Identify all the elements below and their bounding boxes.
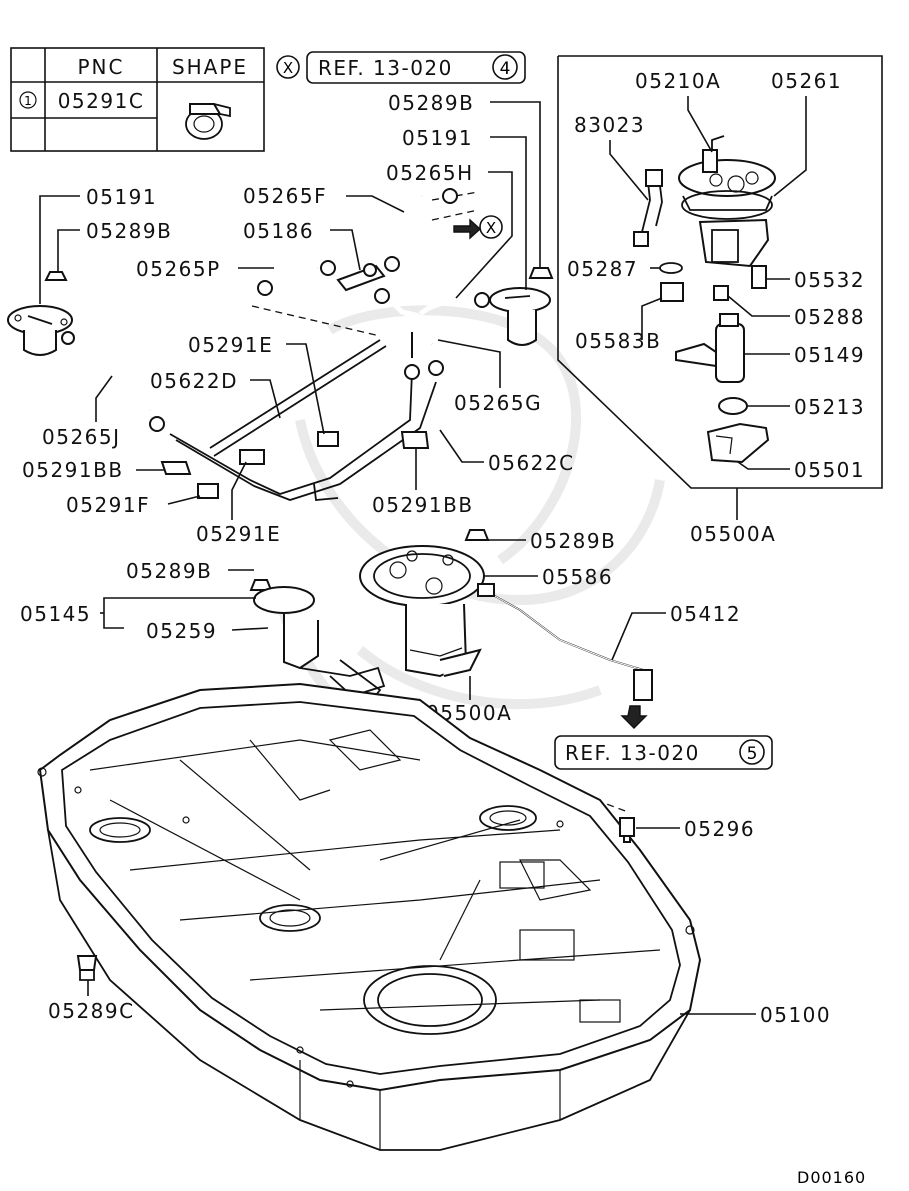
ref-callout-top: X REF. 13-020 4 <box>276 51 526 84</box>
tank-labels: 05296 05289C 05100 D00160 <box>48 817 866 1187</box>
label-05191-left: 05191 <box>86 185 157 209</box>
legend-row-marker: 1 <box>24 94 32 108</box>
label-05288: 05288 <box>794 305 865 329</box>
label-05191-top: 05191 <box>402 126 473 150</box>
upper-labels: 05289B 05191 05265H 05265F 05186 05265P … <box>22 91 575 546</box>
middle-components <box>249 529 653 729</box>
box-labels: 05210A 05261 83023 05287 05532 05288 055… <box>567 69 865 546</box>
arrow-x-marker: X <box>486 219 496 237</box>
label-05583B: 05583B <box>575 329 661 353</box>
label-05501: 05501 <box>794 458 865 482</box>
label-05296: 05296 <box>684 817 755 841</box>
label-05289C: 05289C <box>48 999 135 1023</box>
legend-header-shape: SHAPE <box>172 55 248 79</box>
label-05289B-top: 05289B <box>388 91 474 115</box>
label-05186: 05186 <box>243 219 314 243</box>
label-05622C: 05622C <box>488 451 575 475</box>
legend-header-pnc: PNC <box>78 55 125 79</box>
label-05291F: 05291F <box>66 493 150 517</box>
label-05210A: 05210A <box>635 69 721 93</box>
label-05412: 05412 <box>670 602 741 626</box>
ref-top-circle: 4 <box>500 59 511 79</box>
label-05289B-lower: 05289B <box>126 559 212 583</box>
label-05291BB-right: 05291BB <box>372 493 474 517</box>
middle-labels: 05289B 05289B 05586 05145 05259 05412 05… <box>20 529 741 725</box>
label-05622D: 05622D <box>150 369 238 393</box>
hoses-and-pipes: X <box>7 188 629 813</box>
label-05291E-bottom: 05291E <box>196 522 281 546</box>
clamp-shape-icon <box>185 103 231 140</box>
ref-bottom-circle: 5 <box>747 744 758 764</box>
ref-callout-bottom: REF. 13-020 5 <box>554 735 773 770</box>
label-05259: 05259 <box>146 619 217 643</box>
label-05145: 05145 <box>20 602 91 626</box>
label-05265J: 05265J <box>42 425 121 449</box>
label-05586: 05586 <box>542 565 613 589</box>
label-05500A-box: 05500A <box>690 522 776 546</box>
legend-table: PNC SHAPE 1 05291C <box>10 47 265 152</box>
label-83023: 83023 <box>574 113 645 137</box>
label-05265H: 05265H <box>386 161 474 185</box>
label-05265G: 05265G <box>454 391 542 415</box>
label-05291E-top: 05291E <box>188 333 273 357</box>
label-05261: 05261 <box>771 69 842 93</box>
fuel-tank <box>37 682 702 1151</box>
label-05265F: 05265F <box>243 184 327 208</box>
label-05213: 05213 <box>794 395 865 419</box>
label-05287: 05287 <box>567 257 638 281</box>
label-05100: 05100 <box>760 1003 831 1027</box>
label-05289B-left: 05289B <box>86 219 172 243</box>
label-05532: 05532 <box>794 268 865 292</box>
label-05289B-mid: 05289B <box>530 529 616 553</box>
ref-bottom-label: REF. 13-020 <box>565 741 700 765</box>
legend-row-pnc: 05291C <box>58 89 145 113</box>
label-05149: 05149 <box>794 343 865 367</box>
diagram-code: D00160 <box>797 1168 866 1187</box>
callout-x-marker: X <box>283 59 293 77</box>
label-05265P: 05265P <box>136 257 221 281</box>
ref-top-label: REF. 13-020 <box>318 56 453 80</box>
pump-assembly-box <box>557 55 883 489</box>
label-05291BB-left: 05291BB <box>22 458 124 482</box>
